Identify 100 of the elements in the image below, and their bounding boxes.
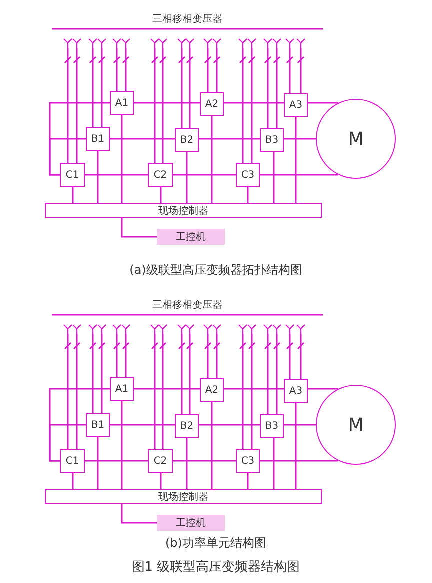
- controller-box: 现场控制器: [45, 203, 322, 218]
- wire: [121, 504, 157, 524]
- wire: [173, 174, 236, 176]
- wire: [64, 333, 72, 450]
- wire: [213, 47, 221, 93]
- wire: [239, 333, 247, 450]
- panel-caption: (a)级联型高压变频器拓扑结构图: [130, 263, 302, 277]
- power-cell-box: A3: [284, 93, 308, 117]
- wire: [264, 333, 272, 415]
- transformer-block: [52, 14, 323, 48]
- wire: [178, 47, 186, 129]
- wire: [72, 187, 74, 203]
- motor-circle: M: [316, 99, 396, 179]
- power-cell-box: B3: [260, 128, 284, 152]
- wire: [173, 460, 236, 462]
- wire: [224, 102, 284, 104]
- power-cell-box: C2: [148, 449, 173, 473]
- power-cell-box: A2: [200, 92, 224, 116]
- wire: [73, 333, 81, 450]
- power-cell-box: B2: [175, 128, 199, 152]
- power-cell-box: C1: [60, 449, 85, 473]
- wire: [186, 438, 188, 489]
- wire: [97, 151, 99, 203]
- wire: [178, 333, 186, 415]
- transformer-label: 三相移相变压器: [152, 300, 222, 312]
- controller-box: 现场控制器: [45, 489, 322, 504]
- wire: [247, 473, 249, 489]
- wire: [159, 47, 167, 164]
- wire: [89, 333, 97, 414]
- wire: [110, 424, 175, 426]
- wire: [211, 116, 213, 203]
- wire: [151, 47, 159, 164]
- transformer-block: [52, 300, 323, 334]
- wire: [89, 47, 97, 128]
- wire: [134, 388, 200, 390]
- wire: [260, 460, 339, 462]
- wire: [110, 138, 175, 140]
- wire: [247, 187, 249, 203]
- wire: [160, 473, 162, 489]
- power-cell-box: C2: [148, 163, 173, 187]
- wire: [297, 47, 305, 94]
- wire: [308, 388, 339, 390]
- wire: [122, 333, 130, 378]
- wire: [239, 47, 247, 164]
- wire: [186, 152, 188, 203]
- wire: [295, 403, 297, 489]
- wire: [264, 47, 272, 129]
- wire: [113, 47, 121, 92]
- wire: [273, 438, 275, 489]
- power-cell-box: B1: [86, 127, 110, 151]
- wire: [297, 333, 305, 380]
- wire: [121, 115, 123, 203]
- wire: [49, 138, 86, 176]
- wire: [213, 333, 221, 379]
- power-cell-box: A2: [200, 378, 224, 402]
- wire: [204, 333, 212, 379]
- power-cell-box: B1: [86, 413, 110, 437]
- computer-box: 工控机: [157, 515, 225, 531]
- wire: [121, 218, 157, 238]
- wire: [286, 47, 294, 94]
- power-cell-box: B3: [260, 414, 284, 438]
- power-cell-box: C3: [236, 163, 260, 187]
- wire: [248, 47, 256, 164]
- wire: [85, 174, 148, 176]
- wire: [159, 333, 167, 450]
- wire: [199, 424, 260, 426]
- wire: [64, 47, 72, 164]
- panel-caption: (b)功率单元结构图: [166, 536, 266, 550]
- wire: [224, 388, 284, 390]
- power-cell-box: A1: [110, 377, 134, 401]
- wire: [273, 333, 281, 415]
- wire: [295, 117, 297, 203]
- wire: [273, 152, 275, 203]
- wire: [151, 333, 159, 450]
- power-cell-box: A3: [284, 379, 308, 403]
- wire: [186, 47, 194, 129]
- wire: [113, 333, 121, 378]
- wire: [199, 138, 260, 140]
- wire: [186, 333, 194, 415]
- wire: [248, 333, 256, 450]
- power-cell-box: A1: [110, 91, 134, 115]
- power-cell-box: C1: [60, 163, 85, 187]
- wire: [72, 473, 74, 489]
- wire: [273, 47, 281, 129]
- motor-circle: M: [316, 385, 396, 465]
- wire: [204, 47, 212, 93]
- wire: [121, 401, 123, 489]
- wire: [85, 460, 148, 462]
- power-cell-box: C3: [236, 449, 260, 473]
- wire: [284, 138, 316, 140]
- transformer-label: 三相移相变压器: [152, 14, 222, 26]
- wire: [134, 102, 200, 104]
- wire: [211, 402, 213, 489]
- power-cell-box: B2: [175, 414, 199, 438]
- wire: [308, 102, 339, 104]
- wire: [97, 437, 99, 489]
- wire: [260, 174, 339, 176]
- wire: [49, 424, 86, 462]
- wire: [98, 333, 106, 414]
- wire: [284, 424, 316, 426]
